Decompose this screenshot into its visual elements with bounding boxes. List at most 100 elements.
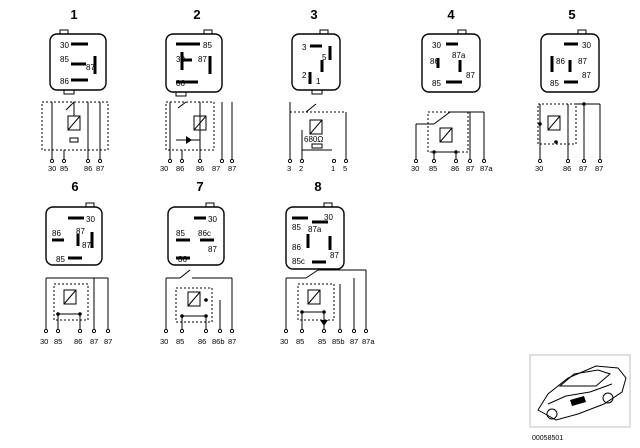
relay-8-terminal: 30 [280,337,288,346]
relay-8-pin: 87 [330,251,339,260]
relay-3-pin: 1 [316,77,321,86]
relay-7-terminal: 85 [176,337,184,346]
relay-8-terminal: 85b [332,337,345,346]
relay-7-number: 7 [196,179,203,194]
relay-4-terminal: 87a [480,164,493,173]
relay-4-schematic [413,111,487,164]
relay-3-terminal: 5 [343,164,347,173]
relay-4-terminal: 30 [411,164,419,173]
relay-2-pin: 85 [203,41,212,50]
vehicle-thumbnail: 00058501 [529,354,631,442]
relay-2-terminal: 86 [196,164,204,173]
relay-3: 3 3 5 2 1 680Ω 3 2 1 [287,7,349,173]
car-icon [537,365,627,421]
relay-7-terminal: 86b [212,337,225,346]
relay-1-pin: 86 [60,77,69,86]
relay-8-pin: 30 [324,213,333,222]
relay-3-number: 3 [310,7,317,22]
relay-8-terminal: 87 [350,337,358,346]
relay-8-terminal: 85 [296,337,304,346]
relay-6-housing [45,206,103,266]
relay-1-pin: 85 [60,55,69,64]
relay-4-terminal: 85 [429,164,437,173]
relay-7: 7 30 85 86c 87 86 [160,179,236,346]
relay-7-terminal: 87 [228,337,236,346]
relay-4-number: 4 [447,7,455,22]
relay-8-pin: 86 [292,243,301,252]
relay-8-terminal: 85 [318,337,326,346]
relay-3-terminal: 2 [299,164,303,173]
relay-1: 1 30 85 87 86 30 85 86 87 [41,7,109,173]
relay-6-pin: 86 [52,229,61,238]
relay-1-terminal: 87 [96,164,104,173]
relay-6-terminal: 85 [54,337,62,346]
relay-2-number: 2 [193,7,200,22]
relay-2-pin: 86 [176,79,185,88]
relay-3-pin: 3 [302,43,307,52]
relay-8-pin: 85 [292,223,301,232]
relay-2-housing [165,33,223,93]
relay-5-schematic [537,102,603,164]
relay-7-pin: 86c [198,229,211,238]
relay-7-pin: 30 [208,215,217,224]
relay-4: 4 30 87a 86 87 85 [411,7,493,173]
relay-1-pin: 87 [86,63,95,72]
relay-6-pin: 87 [76,227,85,236]
relay-6-terminal: 30 [40,337,48,346]
relay-5-pin: 87 [582,71,591,80]
relay-4-housing [421,33,481,93]
relay-5-pin: 30 [582,41,591,50]
relay-7-terminal: 30 [160,337,168,346]
relay-6-schematic [43,277,111,334]
relay-7-pin: 87 [208,245,217,254]
relay-5: 5 30 86 87 87 85 30 86 [535,7,603,173]
relay-2-pin: 30 [176,55,185,64]
relay-8: 8 30 85 87a 86 87 85c [280,179,375,346]
relay-4-terminal: 86 [451,164,459,173]
relay-1-terminal: 85 [60,164,68,173]
relay-2-terminal: 30 [160,164,168,173]
relay-1-number: 1 [70,7,77,22]
relay-7-pin: 85 [176,229,185,238]
relay-6-number: 6 [71,179,78,194]
diagram-id: 00058501 [532,435,563,442]
relay-6-pin: 85 [56,255,65,264]
relay-5-terminal: 86 [563,164,571,173]
relay-1-pin: 30 [60,41,69,50]
relay-1-schematic [41,101,109,164]
relay-6-pin: 87 [82,241,91,250]
relay-6-terminal: 87 [90,337,98,346]
relay-4-pin: 30 [432,41,441,50]
relay-8-housing [285,206,345,270]
relay-7-terminal: 86 [198,337,206,346]
thumbnail-frame [529,354,631,428]
relay-3-pin: 2 [302,71,307,80]
relay-8-number: 8 [314,179,321,194]
relay-6-terminal: 87 [104,337,112,346]
relay-7-housing [167,206,225,266]
relay-4-pin: 86 [430,57,439,66]
relay-8-schematic [283,269,369,334]
relay-5-terminal: 87 [579,164,587,173]
relay-7-pin: 86 [178,255,187,264]
relay-3-terminal: 3 [287,164,291,173]
relay-3-pin: 5 [322,53,327,62]
relay-6-pin: 30 [86,215,95,224]
relay-5-number: 5 [568,7,575,22]
relay-3-resistor-label: 680Ω [304,135,323,144]
relay-1-housing [49,33,107,91]
relay-5-pin: 87 [578,57,587,66]
relay-2-pin: 87 [198,55,207,64]
relay-7-schematic [163,269,235,334]
relay-5-terminal: 87 [595,164,603,173]
relay-8-terminal: 87a [362,337,375,346]
relay-6: 6 30 86 87 87 85 [40,179,112,346]
relay-2-schematic [165,101,235,164]
relay-5-pin: 85 [550,79,559,88]
relay-5-pin: 86 [556,57,565,66]
relay-2-terminal: 87 [228,164,236,173]
relay-8-pin: 85c [292,257,305,266]
relay-1-terminal: 30 [48,164,56,173]
relay-8-pin: 87a [308,225,322,234]
